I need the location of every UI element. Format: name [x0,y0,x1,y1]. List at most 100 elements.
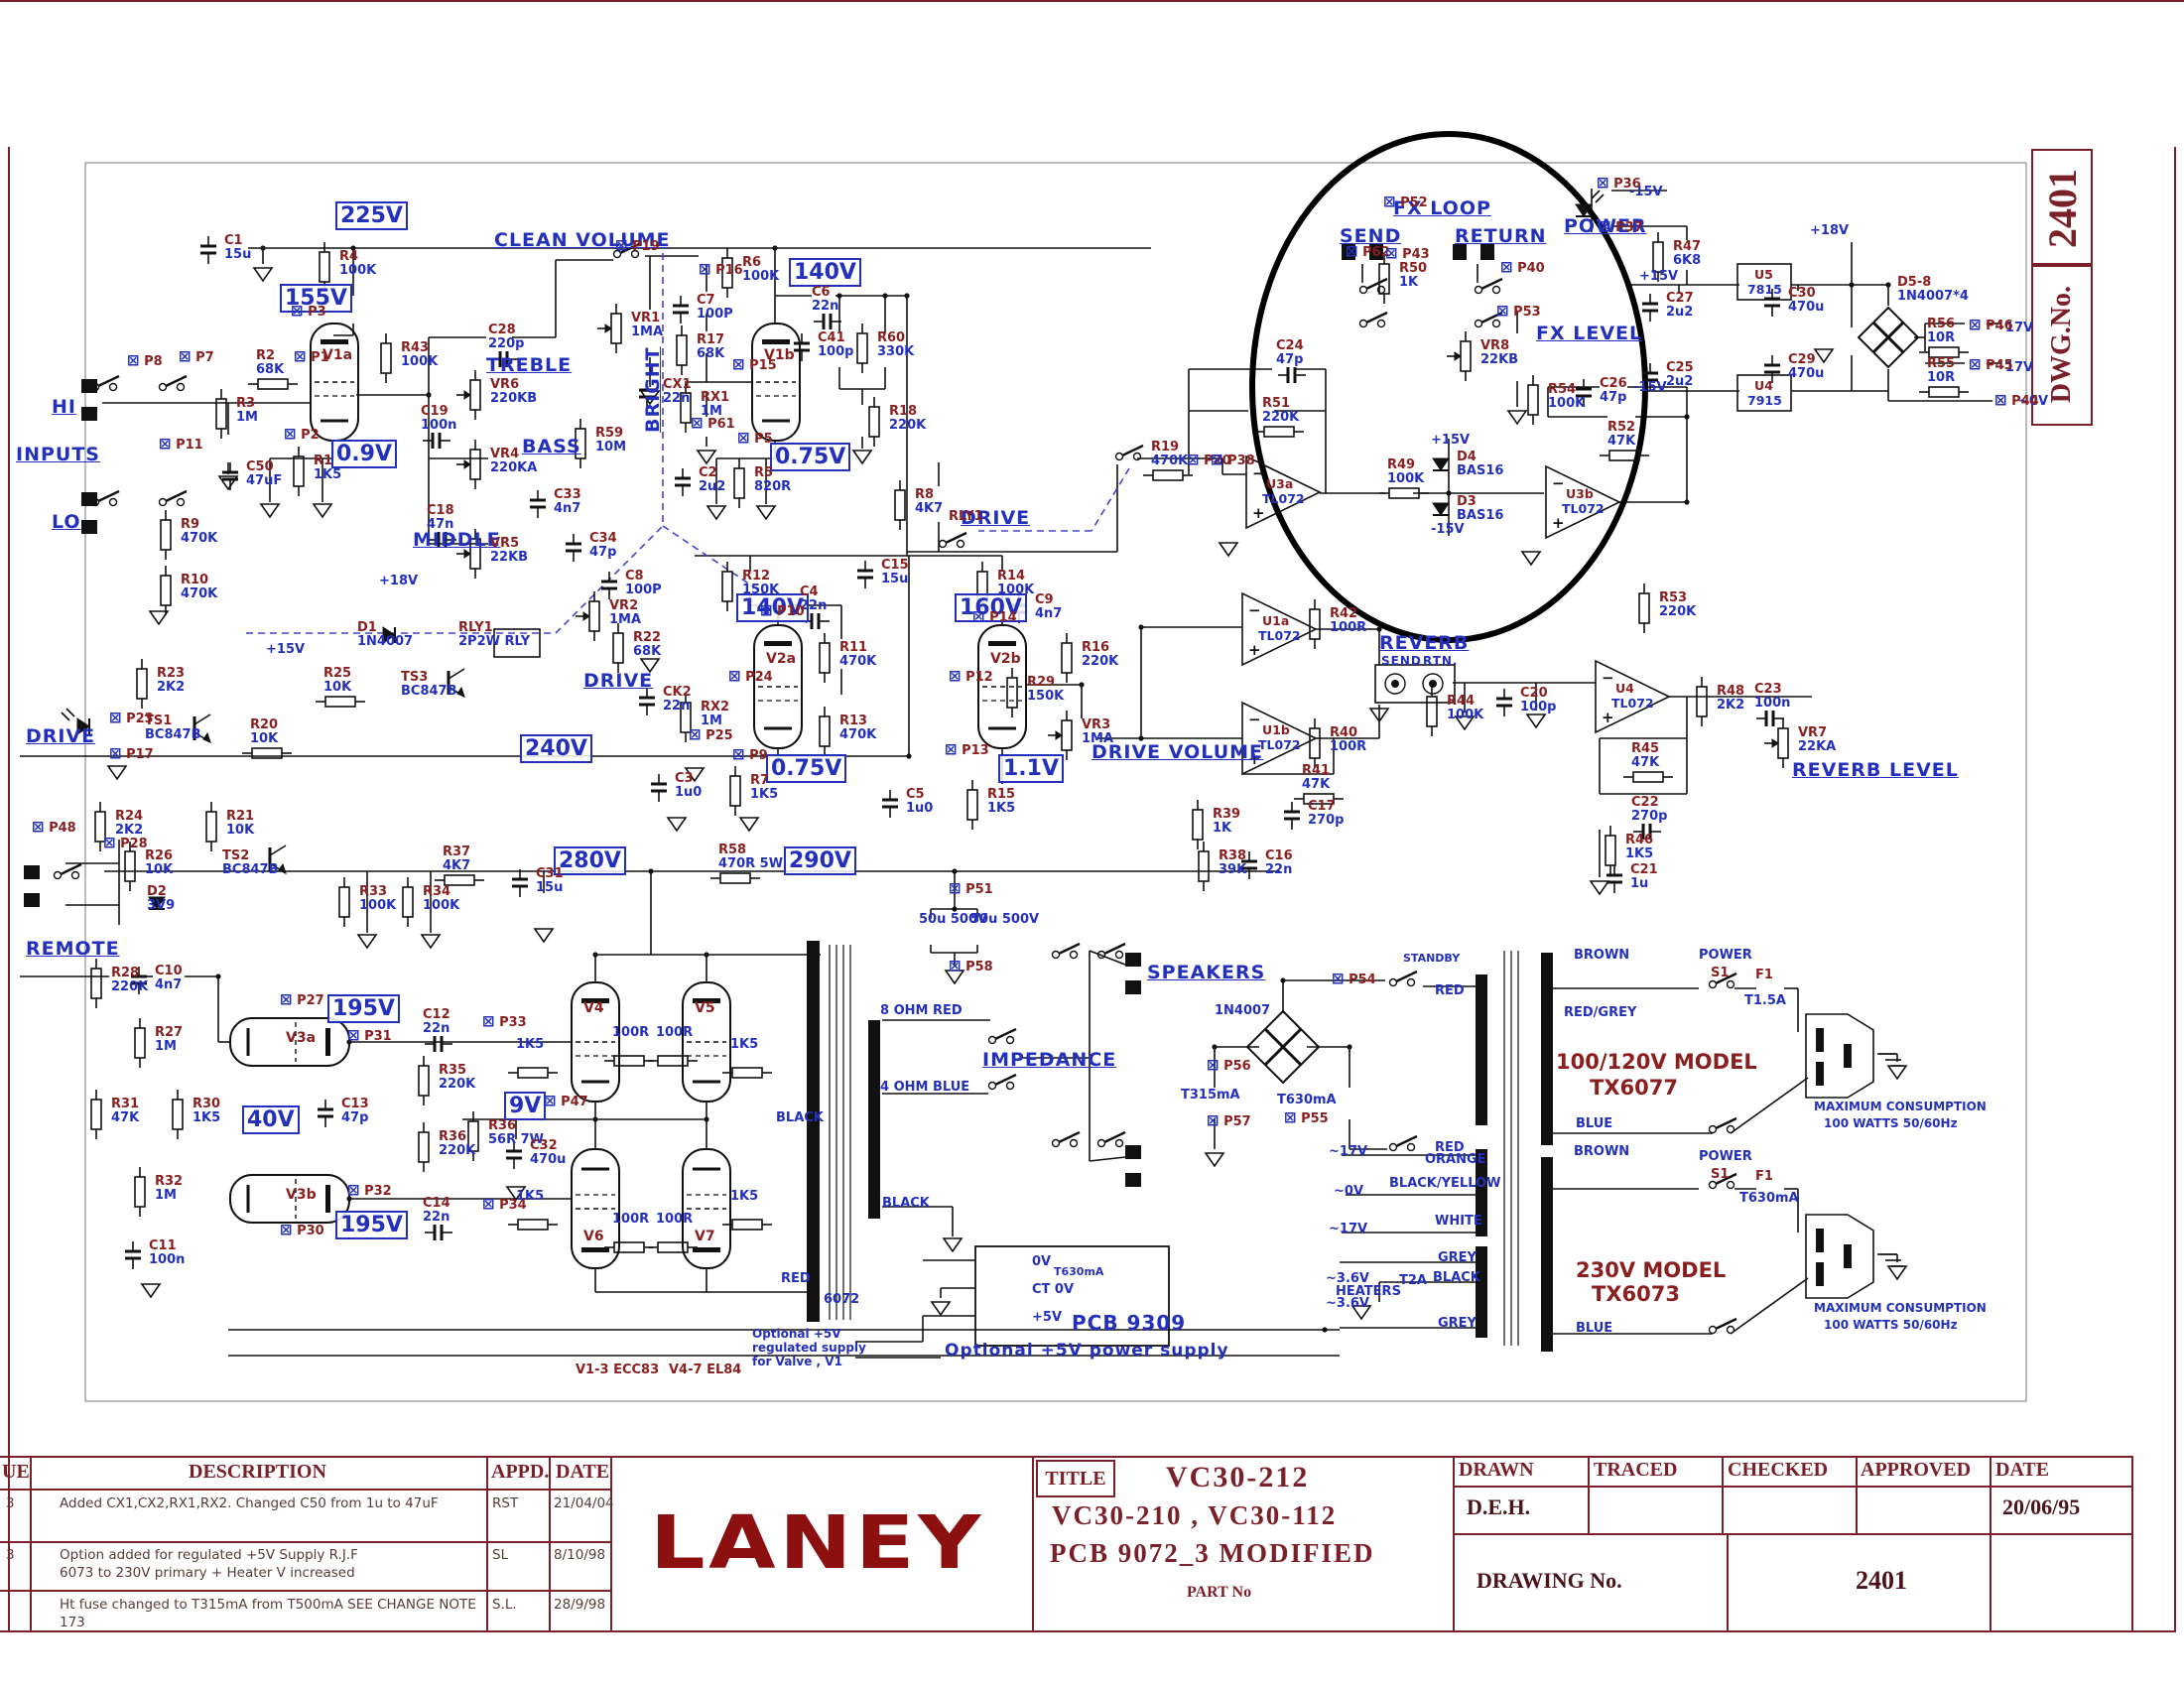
section-label: SEND [1381,654,1422,668]
text-label: F1 [1755,1169,1773,1184]
section-label: TREBLE [486,354,573,376]
test-point: ⊠ P1 [294,347,329,365]
test-point: ⊠ P15 [732,355,777,373]
svg-text:U1b: U1b [1262,722,1290,737]
drawing-no-value: 2401 [1856,1566,1907,1595]
svg-text:TL072: TL072 [1258,628,1301,643]
text-label: ~0V [2018,394,2048,409]
component-label: T315mA [1181,1088,1240,1103]
text-label: STANDBY [1403,952,1461,965]
drawn-label: DRAWN [1459,1459,1534,1481]
component-label: 1K5 [730,1037,759,1052]
rev-header-appd: APPD. [491,1461,550,1483]
title-line3: PCB 9072_3 MODIFIED [1050,1538,1375,1568]
rev-header-description: DESCRIPTION [189,1461,326,1483]
text-label: -15V [1633,380,1667,395]
text-label: WHITE [1435,1214,1482,1229]
test-point: ⊠ P13 [945,740,989,758]
test-point: ⊠ P45 [1969,355,2013,373]
svg-text:V2b: V2b [990,651,1021,667]
drawing-no-label: DRAWING No. [1477,1568,1622,1593]
text-label: 8 OHM RED [880,1003,963,1018]
svg-text:+: + [1552,514,1565,532]
voltage-badge: 280V [554,846,626,876]
frame-right [2174,147,2176,1632]
dwg-label-cell: DWG.No. [2031,263,2093,426]
component-label: T2A [1399,1273,1427,1288]
component-label: 50u 500V [970,912,1040,927]
voltage-badge: 0.75V [766,754,847,784]
test-point: ⊠ P10 [760,601,805,619]
section-label: DRIVE [26,725,96,747]
test-point: ⊠ P61 [691,414,735,432]
revision-row-1-cell: 3 [6,1495,15,1511]
svg-text:V3b: V3b [286,1187,317,1203]
section-label: RTN. [1423,654,1459,668]
text-label: S1 [1711,1167,1730,1182]
text-label: ORANGE [1425,1152,1486,1167]
text-label: 4 OHM BLUE [880,1080,970,1095]
drawn-value: D.E.H. [1467,1494,1531,1519]
checked-label: CHECKED [1728,1459,1829,1481]
test-point: ⊠ P14 [972,607,1017,625]
svg-text:TL072: TL072 [1611,696,1654,711]
test-point: ⊠ P27 [280,990,324,1008]
test-point: ⊠ P32 [347,1181,392,1199]
text-label: MAXIMUM CONSUMPTION [1814,1100,1987,1113]
test-point: ⊠ P36 [1597,174,1641,192]
svg-text:V1a: V1a [322,347,352,363]
test-point: ⊠ P8 [127,351,163,369]
voltage-badge: 160V [955,593,1027,623]
revision-row-3-cell: 28/9/98 [554,1597,606,1613]
section-label: LO [52,511,81,533]
text-label: 100/120V MODEL [1556,1050,1757,1074]
text-label: MAXIMUM CONSUMPTION [1814,1301,1987,1315]
voltage-badge: 155V [280,284,352,314]
test-point: ⊠ P19 [615,236,660,254]
test-point: ⊠ P9 [732,745,768,763]
component-label: 50u 500V [919,912,988,927]
section-label: INPUTS [16,444,100,465]
section-label: MIDDLE [413,529,501,551]
text-label: +15V [266,642,306,657]
svg-text:−: − [1248,711,1261,728]
text-label: RED [1435,983,1465,998]
svg-text:+: + [1252,504,1265,522]
text-label: BLUE [1576,1321,1613,1336]
section-label: DRIVE [961,507,1031,529]
